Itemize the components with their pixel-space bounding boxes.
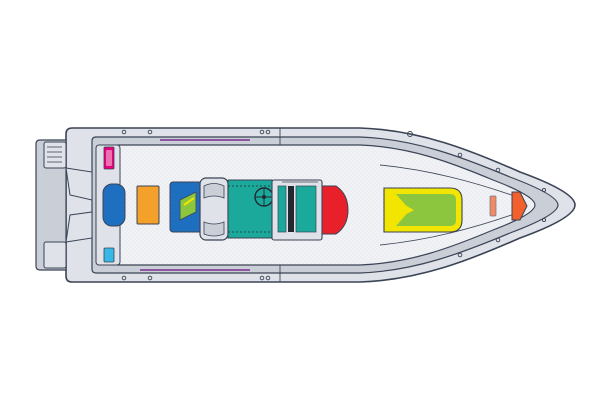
cooler-seat <box>136 185 160 225</box>
rear-livewell <box>102 183 126 227</box>
swim-platform-top <box>43 141 67 169</box>
leaning-post <box>169 181 203 233</box>
steering-wheel-icon <box>254 187 274 207</box>
helm-seat <box>199 177 229 241</box>
transom <box>35 139 67 271</box>
center-console <box>227 179 274 239</box>
bow-casting-platform <box>383 187 463 233</box>
transom-hatch-lid <box>106 150 112 166</box>
transom-corner-top <box>65 167 93 201</box>
cleats-top <box>121 129 547 193</box>
transom-corner-bottom <box>65 211 93 243</box>
bow-hatch <box>489 195 497 217</box>
cleats-bottom <box>121 217 547 281</box>
swim-platform-bottom <box>43 241 67 269</box>
anchor-locker <box>511 191 528 221</box>
bow-chine-bottom <box>379 211 521 246</box>
swim-ladder-icon <box>47 146 62 163</box>
console-front-seat <box>321 185 349 235</box>
console-front <box>271 179 323 241</box>
rear-storage <box>103 247 115 263</box>
bow-chine-top <box>379 164 521 199</box>
